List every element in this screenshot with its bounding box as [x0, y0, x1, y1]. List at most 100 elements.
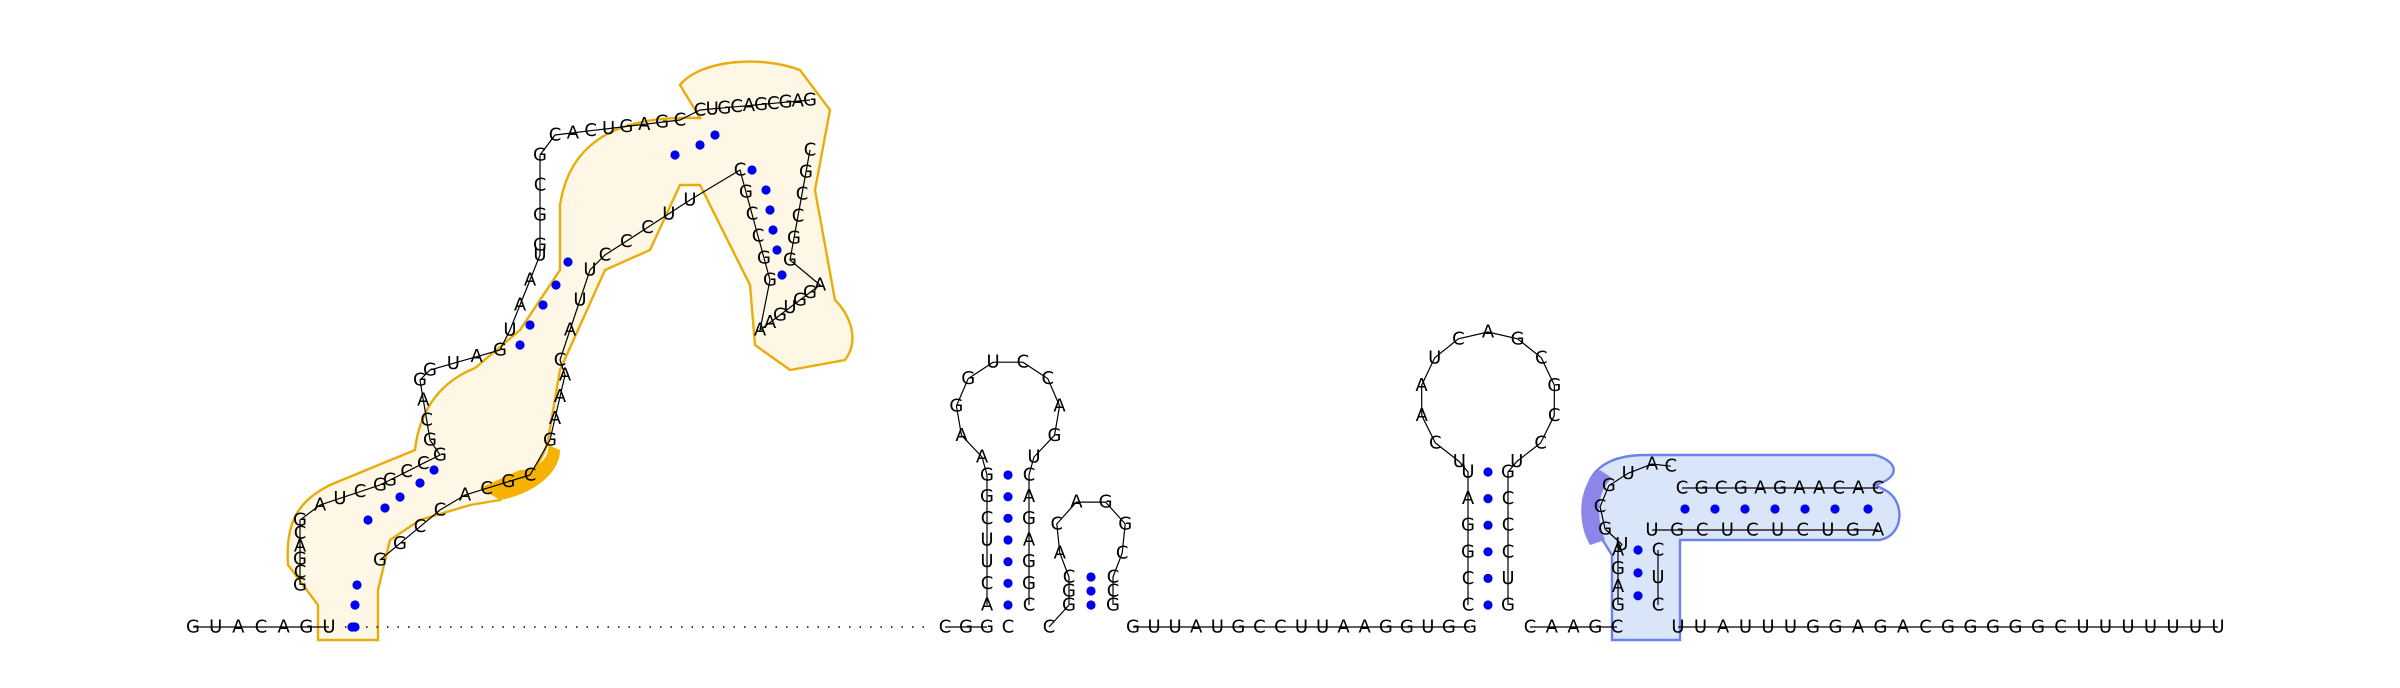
blue-stem3-nucleotide: C: [1652, 595, 1665, 616]
yellow-right-strand-nucleotide: C: [792, 206, 805, 227]
middle-linker-nucleotide: A: [1359, 617, 1372, 638]
highlight-regions: [286, 60, 1901, 642]
yellow-right-strand-nucleotide: G: [793, 290, 807, 311]
middle-linker-nucleotide: G: [1442, 617, 1456, 638]
yellow-left-strand-nucleotide: G: [293, 549, 307, 570]
yellow-left-strand-nucleotide: A: [638, 114, 651, 135]
yellow-right-strand-nucleotide: C: [434, 500, 447, 521]
hairpin3-nucleotide: C: [1502, 541, 1515, 562]
yellow-left-strand-nucleotide: U: [533, 245, 546, 266]
hairpin3-nucleotide: C: [1548, 405, 1561, 426]
hairpin1-pair: [1003, 470, 1013, 480]
yellow-right-strand-nucleotide: G: [373, 550, 387, 571]
hairpin3-nucleotide: C: [1462, 595, 1475, 616]
hairpin1-nucleotide: G: [1022, 551, 1036, 572]
hairpin2-nucleotide: C: [1107, 567, 1120, 588]
gap-linker-nucleotide: C: [1524, 617, 1537, 638]
gap-linker-nucleotide: A: [1546, 617, 1559, 638]
middle-linker-nucleotide: G: [1463, 617, 1477, 638]
yellow-right-strand-nucleotide: G: [803, 282, 817, 303]
yellow-pair: [350, 600, 360, 610]
blue-top-arm-nucleotide: A: [1754, 478, 1767, 499]
yellow-left-strand-backbone: [299, 99, 811, 585]
yellow-right-strand-nucleotide: A: [564, 320, 577, 341]
three-prime-tail-nucleotide: U: [1739, 617, 1752, 638]
gap-linker-nucleotide: C: [1611, 617, 1624, 638]
yellow-pair: [768, 225, 778, 235]
blue-bottom-arm-nucleotide: G: [1846, 520, 1860, 541]
three-prime-tail-nucleotide: G: [2031, 617, 2045, 638]
blue-stem-pair: [1633, 591, 1643, 601]
blue-top-arm-nucleotide: A: [1793, 478, 1806, 499]
middle-linker-nucleotide: U: [1421, 617, 1434, 638]
hairpin3-nucleotide: C: [1462, 568, 1475, 589]
yellow-right-strand-nucleotide: C: [641, 217, 654, 238]
yellow-right-strand-nucleotide: U: [662, 203, 675, 224]
blue-top-arm-nucleotide: C: [1872, 478, 1885, 499]
middle-linker-nucleotide: U: [1211, 617, 1224, 638]
hairpin1-nucleotide: G: [949, 396, 963, 417]
yellow-left-strand-nucleotide: C: [549, 125, 562, 146]
hairpin3-nucleotide: U: [1510, 451, 1523, 472]
blue-stem3-nucleotide: U: [1651, 567, 1664, 588]
yellow-left-strand-nucleotide: A: [471, 346, 484, 367]
blue-left-nucleotide: C: [1594, 496, 1607, 517]
hairpin1-nucleotide: U: [980, 551, 993, 572]
yellow-left-strand-nucleotide: G: [423, 430, 437, 451]
middle-linker-nucleotide: U: [1148, 617, 1161, 638]
yellow-left-strand-nucleotide: A: [792, 91, 805, 112]
hairpin3-nucleotide: U: [1461, 462, 1474, 483]
yellow-pair: [380, 503, 390, 513]
hairpin3-nucleotide: U: [1453, 451, 1466, 472]
middle-linker-nucleotide: A: [1337, 617, 1350, 638]
yellow-pair: [710, 130, 720, 140]
yellow-left-strand-nucleotide: C: [534, 175, 547, 196]
middle-linker-nucleotide: G: [1379, 617, 1393, 638]
blue-stem-pair: [1633, 545, 1643, 555]
hairpin3-pair: [1483, 600, 1493, 610]
three-prime-tail-nucleotide: U: [1761, 617, 1774, 638]
blue-left-nucleotide: G: [1611, 595, 1625, 616]
hairpin2-pair: [1086, 586, 1096, 596]
yellow-left-strand-nucleotide: G: [619, 116, 633, 137]
yellow-right-strand-nucleotide: C: [599, 245, 612, 266]
hairpin1-nucleotide: C: [1023, 595, 1036, 616]
hairpin3-nucleotide: A: [1482, 322, 1495, 343]
hairpin3-nucleotide: A: [1416, 405, 1429, 426]
three-prime-tail-nucleotide: U: [2099, 617, 2112, 638]
blue-left-nucleotide: C: [1665, 456, 1678, 477]
yellow-pair: [777, 270, 787, 280]
blue-left-nucleotide: A: [1646, 454, 1659, 475]
hairpin2-nucleotide: G: [1062, 581, 1076, 602]
blue-left-nucleotide: U: [1622, 463, 1635, 484]
yellow-left-strand-nucleotide: G: [533, 205, 547, 226]
three-prime-tail-nucleotide: G: [2009, 617, 2023, 638]
yellow-right-strand-nucleotide: G: [783, 250, 797, 271]
hairpin2-nucleotide: G: [1099, 492, 1113, 513]
three-prime-tail-nucleotide: U: [1694, 617, 1707, 638]
yellow-right-strand-nucleotide: G: [393, 533, 407, 554]
hairpin3-nucleotide: C: [1502, 515, 1515, 536]
yellow-right-strand-nucleotide: G: [787, 228, 801, 249]
yellow-right-strand-nucleotide: U: [573, 290, 586, 311]
yellow-left-strand-nucleotide: C: [294, 523, 307, 544]
yellow-left-strand-nucleotide: G: [717, 97, 731, 118]
blue-arm-pair: [1830, 504, 1840, 514]
hairpin2-nucleotide: C: [1116, 543, 1129, 564]
blue-bottom-arm-nucleotide: C: [1696, 520, 1709, 541]
blue-stem-pair: [1633, 568, 1643, 578]
hairpin3-pair: [1483, 494, 1493, 504]
hairpin1-nucleotide: U: [980, 530, 993, 551]
yellow-right-strand-nucleotide: G: [501, 471, 515, 492]
blue-top-arm-nucleotide: C: [1676, 478, 1689, 499]
hairpin3-pair: [1483, 520, 1493, 530]
linker-nucleotide: G: [959, 617, 973, 638]
yellow-left-strand-nucleotide: C: [294, 562, 307, 583]
yellow-left-strand-nucleotide: G: [655, 112, 669, 133]
yellow-right-strand-nucleotide: A: [764, 312, 777, 333]
yellow-left-strand-nucleotide: C: [767, 93, 780, 114]
yellow-pair: [551, 280, 561, 290]
yellow-right-strand-nucleotide: G: [773, 305, 787, 326]
hairpin3-nucleotide: G: [1461, 541, 1475, 562]
